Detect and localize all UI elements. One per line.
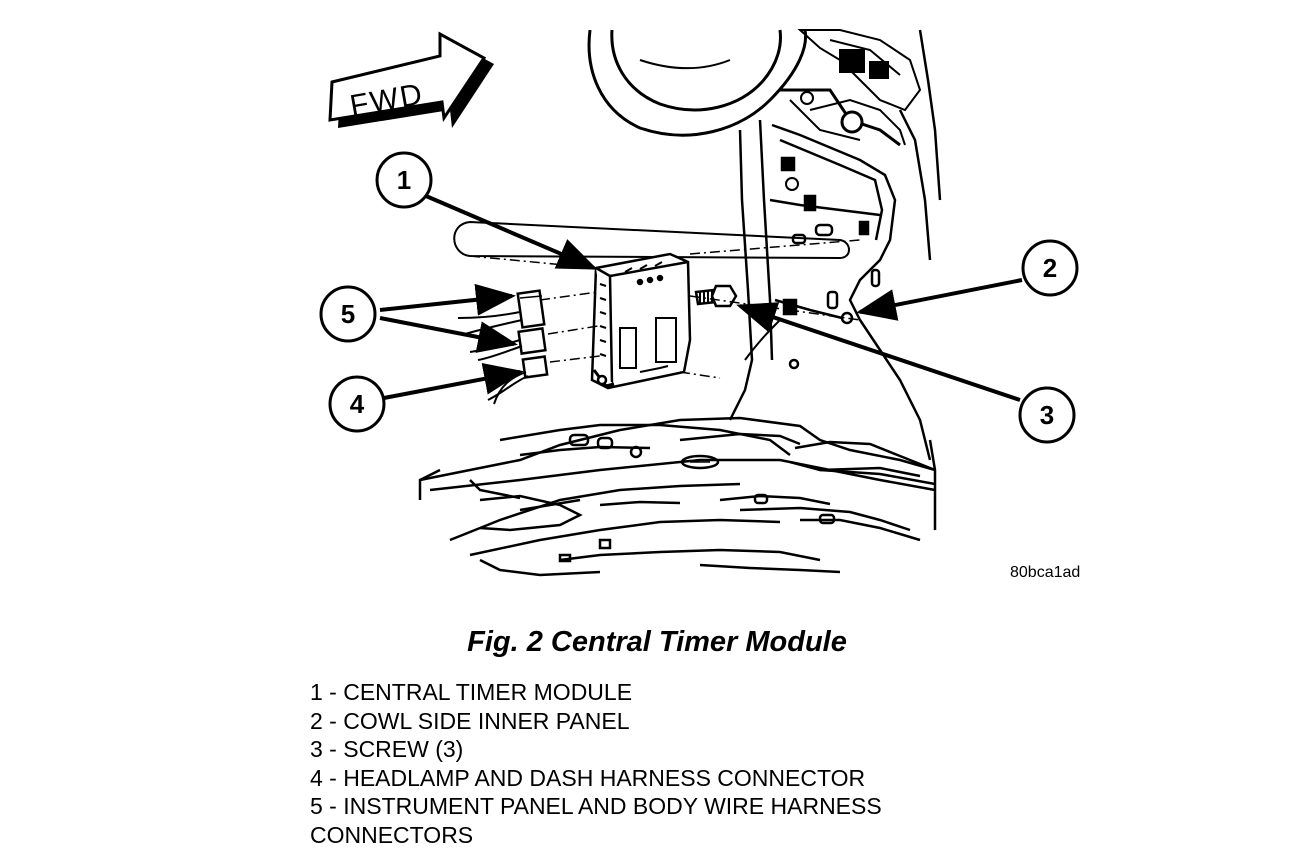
legend-item-5: 5 - INSTRUMENT PANEL AND BODY WIRE HARNE… bbox=[310, 793, 882, 848]
callout-3-label: 3 bbox=[1040, 400, 1054, 430]
callout-2-label: 2 bbox=[1043, 253, 1057, 283]
figure-id: 80bca1ad bbox=[1010, 564, 1081, 581]
leader-5a bbox=[379, 283, 516, 316]
connector-bottom bbox=[487, 355, 549, 405]
fwd-arrow: FWD bbox=[328, 31, 494, 128]
callout-1: 1 bbox=[375, 151, 433, 209]
central-timer-module bbox=[590, 252, 692, 390]
callout-leaders bbox=[379, 194, 1023, 402]
screw bbox=[694, 284, 738, 308]
leader-1 bbox=[425, 194, 598, 270]
leader-2 bbox=[856, 278, 1023, 321]
callout-5-label: 5 bbox=[341, 299, 355, 329]
callout-1-label: 1 bbox=[397, 165, 411, 195]
leader-3 bbox=[736, 302, 1021, 402]
legend-item-2: 2 - COWL SIDE INNER PANEL bbox=[310, 707, 630, 734]
callout-4-label: 4 bbox=[350, 389, 365, 419]
legend-item-4: 4 - HEADLAMP AND DASH HARNESS CONNECTOR bbox=[310, 764, 866, 791]
central-timer-module-diagram: FWD bbox=[319, 29, 1079, 577]
callout-2: 2 bbox=[1021, 239, 1079, 297]
figure-caption: Fig. 2 Central Timer Module bbox=[467, 626, 847, 658]
harness-connectors bbox=[457, 289, 549, 405]
floor-pan bbox=[418, 416, 937, 577]
steering-column bbox=[780, 29, 922, 191]
leader-4 bbox=[383, 363, 524, 400]
panel-slot bbox=[453, 220, 850, 260]
legend-item-1: 1 - CENTRAL TIMER MODULE bbox=[310, 679, 633, 705]
callout-3: 3 bbox=[1018, 386, 1076, 444]
steering-wheel bbox=[587, 29, 808, 137]
legend-list: 1 - CENTRAL TIMER MODULE 2 - COWL SIDE I… bbox=[310, 678, 1010, 849]
callout-4: 4 bbox=[328, 375, 386, 433]
legend-item-3: 3 - SCREW (3) bbox=[310, 736, 464, 762]
leader-5b bbox=[379, 316, 518, 353]
callout-5: 5 bbox=[319, 285, 377, 343]
cowl-side-inner-panel bbox=[728, 29, 942, 461]
